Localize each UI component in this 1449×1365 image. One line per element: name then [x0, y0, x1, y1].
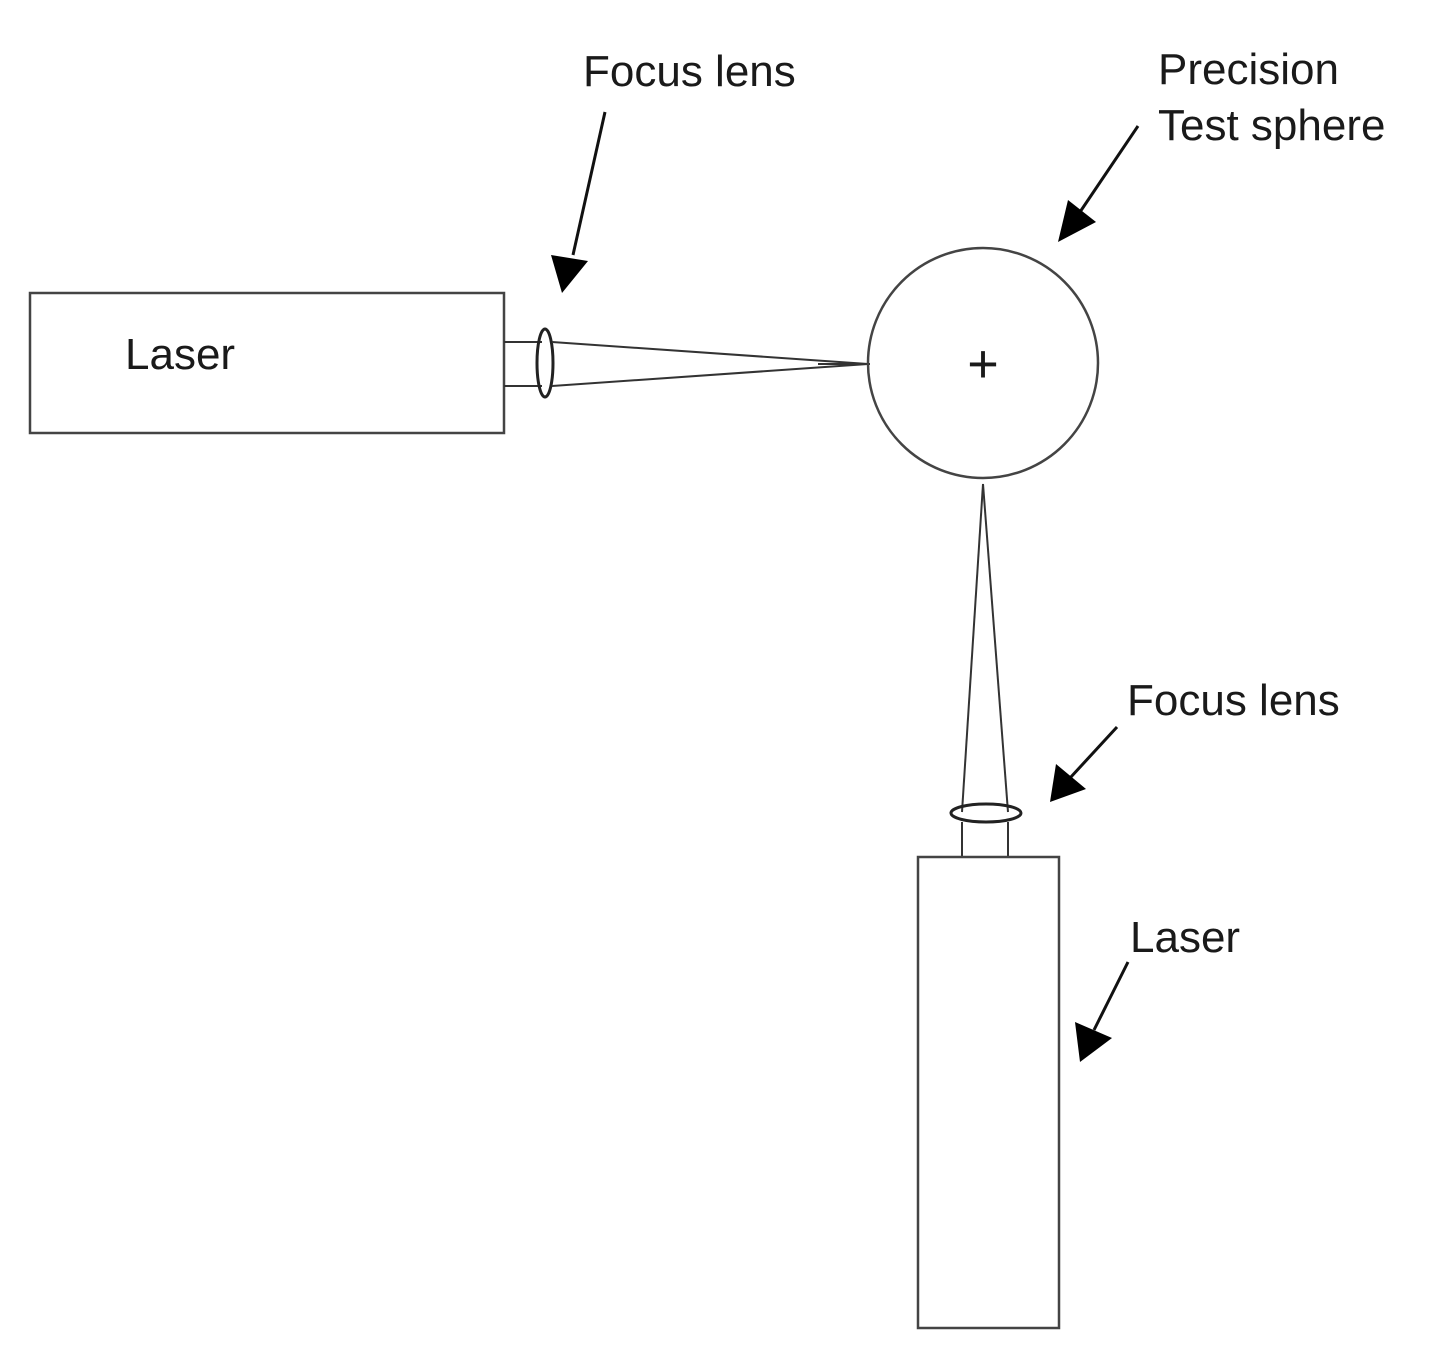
- focus-lens-top-arrowhead: [551, 255, 588, 293]
- focus-lens-top-arrow-shaft: [571, 111, 607, 256]
- sphere-center-mark: +: [967, 334, 999, 394]
- precision-label-line1: Precision: [1158, 45, 1339, 94]
- bottom-focus-lens: [949, 802, 1023, 824]
- left-laser-label: Laser: [125, 330, 235, 379]
- focus-lens-top-label: Focus lens: [583, 47, 796, 96]
- precision-arrow-shaft: [1078, 125, 1140, 213]
- bottom-beam-left: [961, 483, 984, 813]
- left-focus-lens: [535, 327, 555, 399]
- precision-label-line2: Test sphere: [1158, 101, 1385, 150]
- test-sphere: [866, 246, 1100, 480]
- focus-lens-bottom-label: Focus lens: [1127, 676, 1340, 725]
- left-laser-box: [28, 291, 506, 435]
- bottom-laser-label: Laser: [1130, 913, 1240, 962]
- focus-lens-bottom-arrowhead: [1050, 764, 1086, 802]
- bottom-laser-arrow-shaft: [1092, 961, 1130, 1031]
- precision-arrowhead: [1058, 200, 1096, 242]
- left-beam-upper: [551, 341, 869, 365]
- bottom-laser-box: [916, 855, 1061, 1330]
- bottom-beam-right: [982, 483, 1009, 813]
- left-beam-lower: [551, 363, 869, 387]
- focus-lens-bottom-arrow-shaft: [1068, 725, 1119, 780]
- bottom-laser-arrowhead: [1075, 1022, 1112, 1062]
